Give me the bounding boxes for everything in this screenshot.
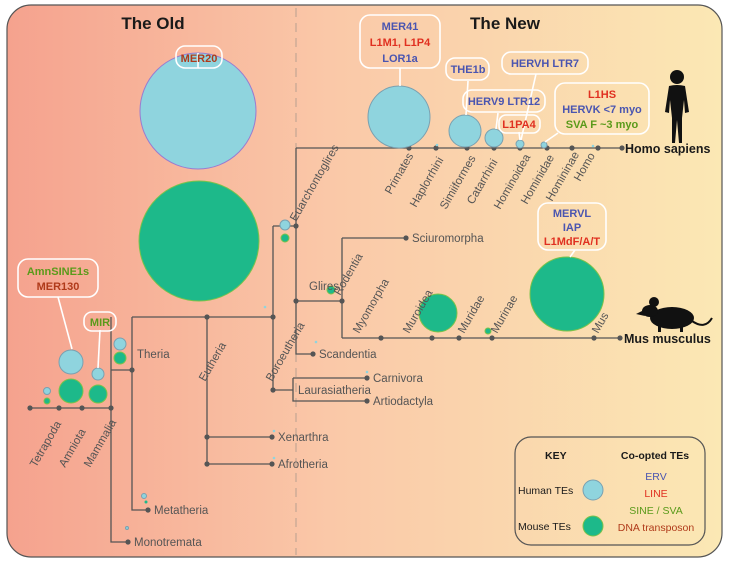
key-human-swatch <box>582 479 604 501</box>
key-box <box>514 436 706 546</box>
mouse-silhouette-icon <box>636 297 713 332</box>
callout-boxes <box>17 14 650 332</box>
callout-amnsine1s: AmnSINE1s <box>27 266 89 278</box>
label-xenarthra: Xenarthra <box>278 432 329 444</box>
callout-iap: IAP <box>563 222 581 234</box>
key-human-label: Human TEs <box>518 485 573 497</box>
key-coopted-title: Co-opted TEs <box>621 450 689 462</box>
key-line: LINE <box>644 488 667 500</box>
label-theria: Theria <box>137 349 170 361</box>
label-sciuromorpha: Sciuromorpha <box>412 233 484 245</box>
key-title: KEY <box>545 450 567 462</box>
eutheria-human-circle <box>139 52 257 170</box>
callout-l1m1-l1p4: L1M1, L1P4 <box>370 37 431 49</box>
key-sine: SINE / SVA <box>629 505 683 517</box>
callout-lor1a: LOR1a <box>382 53 418 65</box>
callout-the1b: THE1b <box>451 64 486 76</box>
muroidea-mouse-circle <box>418 293 458 333</box>
label-metatheria: Metatheria <box>154 505 209 517</box>
eutheria-mouse-circle <box>138 180 260 302</box>
primates-human-circle <box>367 85 431 149</box>
callout-hervk: HERVK <7 myo <box>562 104 642 116</box>
te-circles <box>43 52 605 530</box>
label-afrotheria: Afrotheria <box>278 459 328 471</box>
key-dna: DNA transposon <box>618 522 695 534</box>
header-old: The Old <box>121 14 184 33</box>
label-monotremata: Monotremata <box>134 537 202 549</box>
callout-mer41: MER41 <box>382 21 419 33</box>
human-silhouette-icon <box>665 70 689 143</box>
key-mouse-swatch <box>582 515 604 537</box>
callout-l1hs: L1HS <box>588 89 616 101</box>
label-laurasiatheria: Laurasiatheria <box>298 385 371 397</box>
callout-l1pa4: L1PA4 <box>502 119 536 131</box>
callout-l1mdf: L1MdF/A/T <box>544 236 600 248</box>
label-glires: Glires <box>309 281 339 293</box>
key-erv: ERV <box>645 471 666 483</box>
header-new: The New <box>470 14 541 33</box>
simiiformes-human-circle <box>448 114 482 148</box>
key-mouse-label: Mouse TEs <box>518 521 571 533</box>
background-panel <box>6 4 723 558</box>
tree-branches <box>30 147 622 543</box>
callout-mer20: MER20 <box>181 53 218 65</box>
callout-mer130: MER130 <box>37 281 80 293</box>
callout-sva-f: SVA F ~3 myo <box>566 119 639 131</box>
mus-mouse-circle <box>529 256 605 332</box>
label-mus-musculus: Mus musculus <box>624 332 711 346</box>
mammalia-human-circle <box>91 367 105 381</box>
label-scandentia: Scandentia <box>319 349 377 361</box>
mammalia-mouse-circle <box>88 384 108 404</box>
callout-hervh-ltr7: HERVH LTR7 <box>511 58 579 70</box>
catarrhini-human-circle <box>484 128 504 148</box>
amniota-human-circle <box>58 349 84 375</box>
callout-herv9-ltr12: HERV9 LTR12 <box>468 96 540 108</box>
callout-mervl: MERVL <box>553 208 592 220</box>
label-artiodactyla: Artiodactyla <box>373 396 434 408</box>
amniota-mouse-circle <box>58 378 84 404</box>
tree-nodes <box>27 145 625 545</box>
callout-mir: MIR <box>90 317 110 329</box>
label-homo-sapiens: Homo sapiens <box>625 142 710 156</box>
label-carnivora: Carnivora <box>373 373 423 385</box>
callout-pointers <box>57 53 576 369</box>
